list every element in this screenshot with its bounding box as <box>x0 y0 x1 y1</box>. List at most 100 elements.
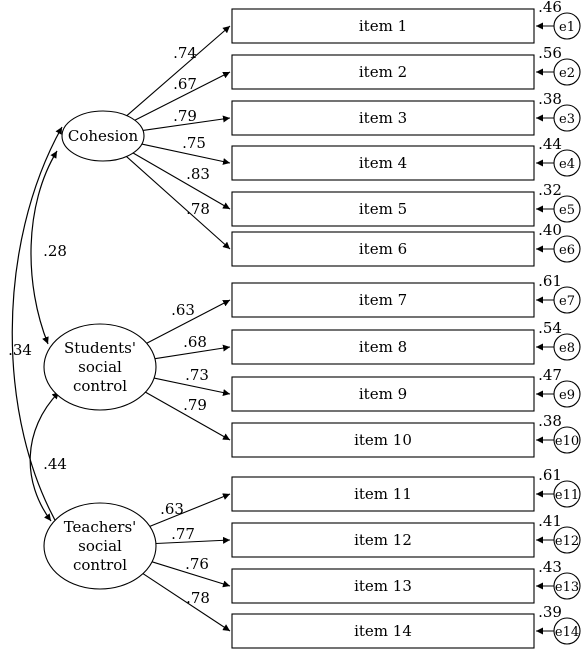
factor-ellipse <box>43 323 157 411</box>
loading-path <box>149 493 231 527</box>
correlation-coefficient: .34 <box>8 341 32 359</box>
error-term-circle <box>553 380 581 408</box>
error-term-circle <box>553 333 581 361</box>
item-box <box>231 282 535 318</box>
residual-variance: .54 <box>538 319 562 337</box>
loading-paths-layer: .74.67.79.75.83.78.63.68.73.79.63.77.76.… <box>126 25 231 632</box>
item-box <box>231 54 535 90</box>
item-label: item 5 <box>359 200 407 218</box>
loading-path <box>145 391 231 441</box>
factor-loading: .63 <box>171 301 195 319</box>
factor-label: Students' <box>64 339 136 357</box>
factor-loading: .68 <box>183 333 207 351</box>
factor-label: social <box>78 358 122 376</box>
correlation-coefficient: .28 <box>43 242 67 260</box>
error-term-circle <box>553 286 581 314</box>
latent-factors-layer: CohesionStudents'socialcontrolTeachers's… <box>43 110 157 590</box>
factor-loading: .63 <box>160 500 184 518</box>
error-terms-layer: e1.46e2.56e3.38e4.44e5.32e6.40e7.61e8.54… <box>536 0 581 645</box>
item-label: item 4 <box>359 154 407 172</box>
error-term-circle <box>553 195 581 223</box>
item-box <box>231 231 535 267</box>
residual-variance: .40 <box>538 221 562 239</box>
residual-variance: .38 <box>538 90 562 108</box>
error-term-label: e6 <box>559 243 575 258</box>
residual-variance: .38 <box>538 412 562 430</box>
item-label: item 11 <box>354 485 412 503</box>
factor-loading: .83 <box>186 165 210 183</box>
loading-path <box>142 573 231 632</box>
residual-variance: .44 <box>538 135 562 153</box>
factor-loading: .78 <box>186 589 210 607</box>
error-term-circle <box>553 149 581 177</box>
error-term-label: e7 <box>559 294 575 309</box>
error-term-label: e3 <box>559 112 575 127</box>
item-box <box>231 422 535 458</box>
factor-loading: .74 <box>173 44 197 62</box>
item-box <box>231 568 535 604</box>
item-label: item 2 <box>359 63 407 81</box>
error-term-label: e9 <box>559 388 575 403</box>
correlation-arc-cohesion-students <box>30 150 58 345</box>
factor-ellipse <box>43 502 157 590</box>
item-box <box>231 329 535 365</box>
error-term-circle <box>553 426 581 454</box>
error-term-label: e14 <box>555 625 579 640</box>
loading-path <box>142 115 231 131</box>
factor-ellipse <box>61 110 145 162</box>
residual-variance: .56 <box>538 44 562 62</box>
error-term-label: e4 <box>559 157 575 172</box>
item-label: item 12 <box>354 531 412 549</box>
loading-path <box>134 71 231 121</box>
residual-variance: .61 <box>538 272 562 290</box>
correlation-arc-students-teachers <box>29 391 60 522</box>
error-term-label: e8 <box>559 341 575 356</box>
error-term-circle <box>553 526 581 554</box>
item-label: item 3 <box>359 109 407 127</box>
error-term-label: e12 <box>555 534 579 549</box>
loading-path <box>126 25 231 117</box>
item-box <box>231 145 535 181</box>
factor-label: social <box>78 537 122 555</box>
factor-loading: .67 <box>173 75 197 93</box>
factor-label: Teachers' <box>64 518 137 536</box>
residual-variance: .46 <box>538 0 562 16</box>
factor-loading: .75 <box>182 134 206 152</box>
item-box <box>231 522 535 558</box>
loading-path <box>132 152 231 210</box>
residual-variance: .32 <box>538 181 562 199</box>
loading-path <box>154 344 231 360</box>
error-term-label: e1 <box>559 20 575 35</box>
latent-factor-cohesion: Cohesion <box>61 110 145 162</box>
error-term-label: e13 <box>555 580 579 595</box>
item-label: item 14 <box>354 622 412 640</box>
item-label: item 7 <box>359 291 407 309</box>
factor-loading: .73 <box>185 366 209 384</box>
residual-variance: .39 <box>538 603 562 621</box>
item-box <box>231 613 535 649</box>
item-label: item 10 <box>354 431 412 449</box>
correlation-coefficient: .44 <box>43 455 67 473</box>
error-term-circle <box>553 58 581 86</box>
error-term-circle <box>553 617 581 645</box>
residual-variance: .61 <box>538 466 562 484</box>
loading-path <box>155 536 231 545</box>
factor-loading: .76 <box>185 555 209 573</box>
factor-label: Cohesion <box>68 127 139 145</box>
factor-loading: .79 <box>183 396 207 414</box>
factor-loading: .79 <box>173 107 197 125</box>
residual-variance: .41 <box>538 512 562 530</box>
item-box <box>231 8 535 44</box>
factor-label: control <box>73 377 127 395</box>
factor-label: control <box>73 556 127 574</box>
factor-loading: .77 <box>171 525 195 543</box>
item-box <box>231 191 535 227</box>
item-box <box>231 100 535 136</box>
error-term-label: e5 <box>559 203 575 218</box>
item-label: item 1 <box>359 17 407 35</box>
residual-variance: .43 <box>538 558 562 576</box>
correlation-layer: .28 .44 .34 <box>8 126 67 530</box>
